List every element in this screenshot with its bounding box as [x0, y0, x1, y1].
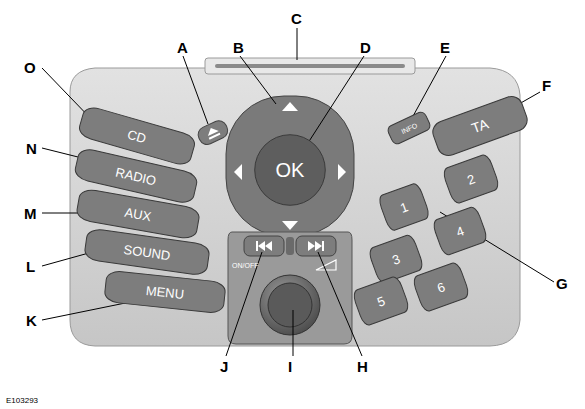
- callout-letter: B: [233, 40, 244, 55]
- callout-letter: G: [556, 276, 568, 291]
- callout-letter: L: [26, 259, 35, 274]
- callout-letter: J: [220, 359, 228, 374]
- callout-letter: N: [26, 141, 37, 156]
- callout-letter: I: [288, 359, 292, 374]
- callout-letter: O: [24, 60, 36, 75]
- callout-letter: H: [357, 359, 368, 374]
- callout-letter: F: [542, 78, 551, 93]
- callout-letter: M: [24, 206, 37, 221]
- ok-button: OK: [254, 134, 326, 206]
- button-label: OK: [276, 160, 305, 180]
- callout-letter: K: [26, 313, 37, 328]
- callout-letter: E: [440, 40, 450, 55]
- button-label: MENU: [145, 284, 184, 301]
- callout-letter: C: [291, 11, 302, 26]
- callout-letter: D: [360, 40, 371, 55]
- panel-marking: ON/OFF: [232, 262, 258, 269]
- callout-letter: A: [177, 40, 188, 55]
- figure-code: E103293: [6, 397, 38, 405]
